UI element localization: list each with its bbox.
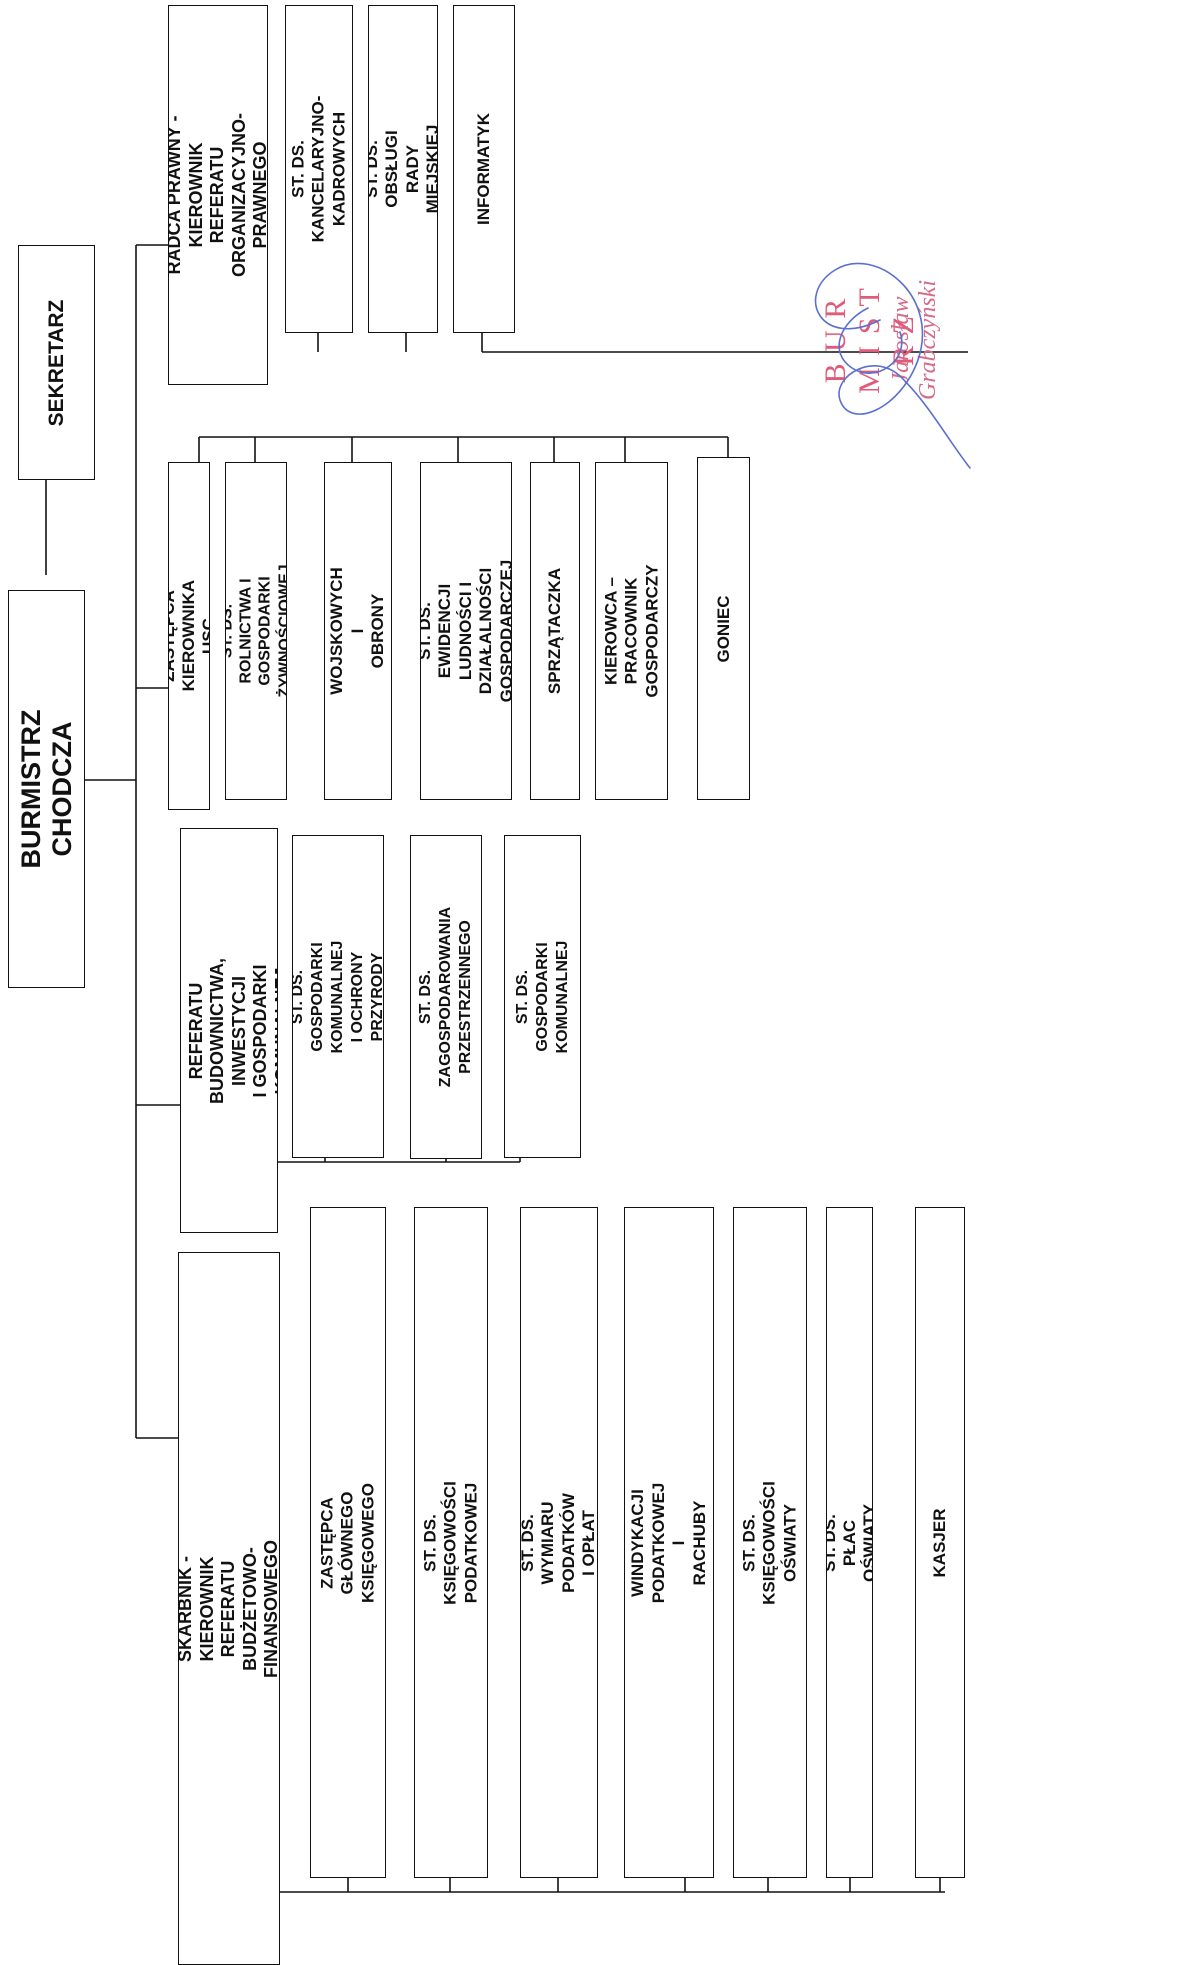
st-ds-gospodarki-komunalnej-ochrony-box: ST. DS. GOSPODARKI KOMUNALNEJ I OCHRONY … [292, 835, 384, 1158]
sekretarz-label: SEKRETARZ [44, 299, 68, 426]
st-ds-rolnictwa-label: ST. DS. ROLNICTWA I GOSPODARKI ŻYWNOŚCIO… [225, 564, 287, 698]
skarbnik-box: SKARBNIK - KIEROWNIK REFERATU BUDŻETOWO-… [178, 1252, 280, 1965]
st-ds-plac-oswiaty-label: ST. DS. PŁAC OŚWIATY [826, 1503, 873, 1582]
st-ds-gospodarki-komunalnej-box: ST. DS. GOSPODARKI KOMUNALNEJ [504, 835, 581, 1158]
zastepca-glownego-ksiegowego-label: ZASTĘPCA GŁÓWNEGO KSIĘGOWEGO [317, 1482, 378, 1603]
burmistrz-chodcza-label: BURMISTRZ CHODCZA [15, 709, 77, 869]
skarbnik-label: SKARBNIK - KIEROWNIK REFERATU BUDŻETOWO-… [178, 1539, 280, 1678]
signature-icon [814, 262, 971, 469]
st-ds-ewidencji-box: ST. DS. EWIDENCJI LUDNOŚCI I DZIAŁALNOŚC… [420, 462, 512, 800]
st-ds-kancelaryjno-kadrowych-label: ST. DS. KANCELARYJNO- KADROWYCH [288, 95, 349, 243]
kasjer-box: KASJER [915, 1207, 965, 1878]
st-ds-wymiaru-label: ST. DS. WYMIARU PODATKÓW I OPŁAT [520, 1492, 598, 1593]
radca-prawny-label: RADCA PRAWNY - KIEROWNIK REFERATU ORGANI… [168, 112, 268, 277]
st-ds-wojskowych-box: ST. DS. WOJSKOWYCH I OBRONY CYWILNEJ [324, 462, 392, 800]
zastepca-kierownika-usc-box: ZASTĘPCA KIEROWNIKA USC [168, 462, 210, 810]
st-ds-gospodarki-komunalnej-label: ST. DS. GOSPODARKI KOMUNALNEJ [513, 940, 571, 1053]
zastepca-kierownika-usc-label: ZASTĘPCA KIEROWNIKA USC [168, 579, 210, 692]
st-ds-rolnictwa-box: ST. DS. ROLNICTWA I GOSPODARKI ŻYWNOŚCIO… [225, 462, 287, 800]
informatyk-box: INFORMATYK [453, 5, 515, 333]
st-ds-ksiegowosci-oswiaty-label: ST. DS. KSIĘGOWOŚCI OŚWIATY [739, 1480, 800, 1605]
st-ds-obslugi-rady-label: ST. DS. OBSŁUGI RADY MIEJSKIEJ [368, 124, 438, 214]
radca-prawny-box: RADCA PRAWNY - KIEROWNIK REFERATU ORGANI… [168, 5, 268, 385]
sprzataczka-box: SPRZĄTACZKA [530, 462, 580, 800]
kierowca-box: KIEROWCA – PRACOWNIK GOSPODARCZY [595, 462, 668, 800]
st-ds-ksiegowosci-podatkowej-box: ST. DS. KSIĘGOWOŚCI PODATKOWEJ [414, 1207, 488, 1878]
st-ds-windykacji-label: ST. DS. WINDYKACJI PODATKOWEJ I RACHUBY … [624, 1482, 714, 1603]
st-ds-windykacji-box: ST. DS. WINDYKACJI PODATKOWEJ I RACHUBY … [624, 1207, 714, 1878]
goniec-box: GONIEC [697, 457, 750, 800]
st-ds-zagospodarowania-label: ST. DS. ZAGOSPODAROWANIA PRZESTRZENNEGO [417, 906, 474, 1088]
st-ds-obslugi-rady-box: ST. DS. OBSŁUGI RADY MIEJSKIEJ [368, 5, 438, 333]
informatyk-label: INFORMATYK [474, 112, 493, 226]
st-ds-gospodarki-komunalnej-ochrony-label: ST. DS. GOSPODARKI KOMUNALNEJ I OCHRONY … [292, 940, 384, 1053]
goniec-label: GONIEC [713, 594, 733, 663]
st-ds-zagospodarowania-box: ST. DS. ZAGOSPODAROWANIA PRZESTRZENNEGO [410, 835, 482, 1159]
st-ds-ksiegowosci-podatkowej-label: ST. DS. KSIĘGOWOŚCI PODATKOWEJ [420, 1480, 481, 1605]
st-ds-plac-oswiaty-box: ST. DS. PŁAC OŚWIATY [826, 1207, 873, 1878]
zastepca-glownego-ksiegowego-box: ZASTĘPCA GŁÓWNEGO KSIĘGOWEGO [310, 1207, 386, 1878]
st-ds-wymiaru-box: ST. DS. WYMIARU PODATKÓW I OPŁAT [520, 1207, 598, 1878]
sekretarz-box: SEKRETARZ [18, 245, 95, 480]
kierowca-label: KIEROWCA – PRACOWNIK GOSPODARCZY [600, 564, 661, 698]
st-ds-ksiegowosci-oswiaty-box: ST. DS. KSIĘGOWOŚCI OŚWIATY [733, 1207, 807, 1878]
kierownik-budownictwa-box: KIEROWNIK REFERATU BUDOWNICTWA, INWESTYC… [180, 828, 278, 1233]
st-ds-kancelaryjno-kadrowych-box: ST. DS. KANCELARYJNO- KADROWYCH [285, 5, 353, 333]
burmistrz-stamp: B U R M I S T R Z Jarosław Grabczyński [780, 200, 980, 480]
sprzataczka-label: SPRZĄTACZKA [545, 567, 564, 695]
kierownik-budownictwa-label: KIEROWNIK REFERATU BUDOWNICTWA, INWESTYC… [180, 957, 278, 1104]
st-ds-ewidencji-label: ST. DS. EWIDENCJI LUDNOŚCI I DZIAŁALNOŚC… [420, 559, 512, 703]
burmistrz-chodcza-box: BURMISTRZ CHODCZA [8, 590, 85, 988]
st-ds-wojskowych-label: ST. DS. WOJSKOWYCH I OBRONY CYWILNEJ [324, 567, 392, 695]
kasjer-label: KASJER [930, 1508, 949, 1577]
